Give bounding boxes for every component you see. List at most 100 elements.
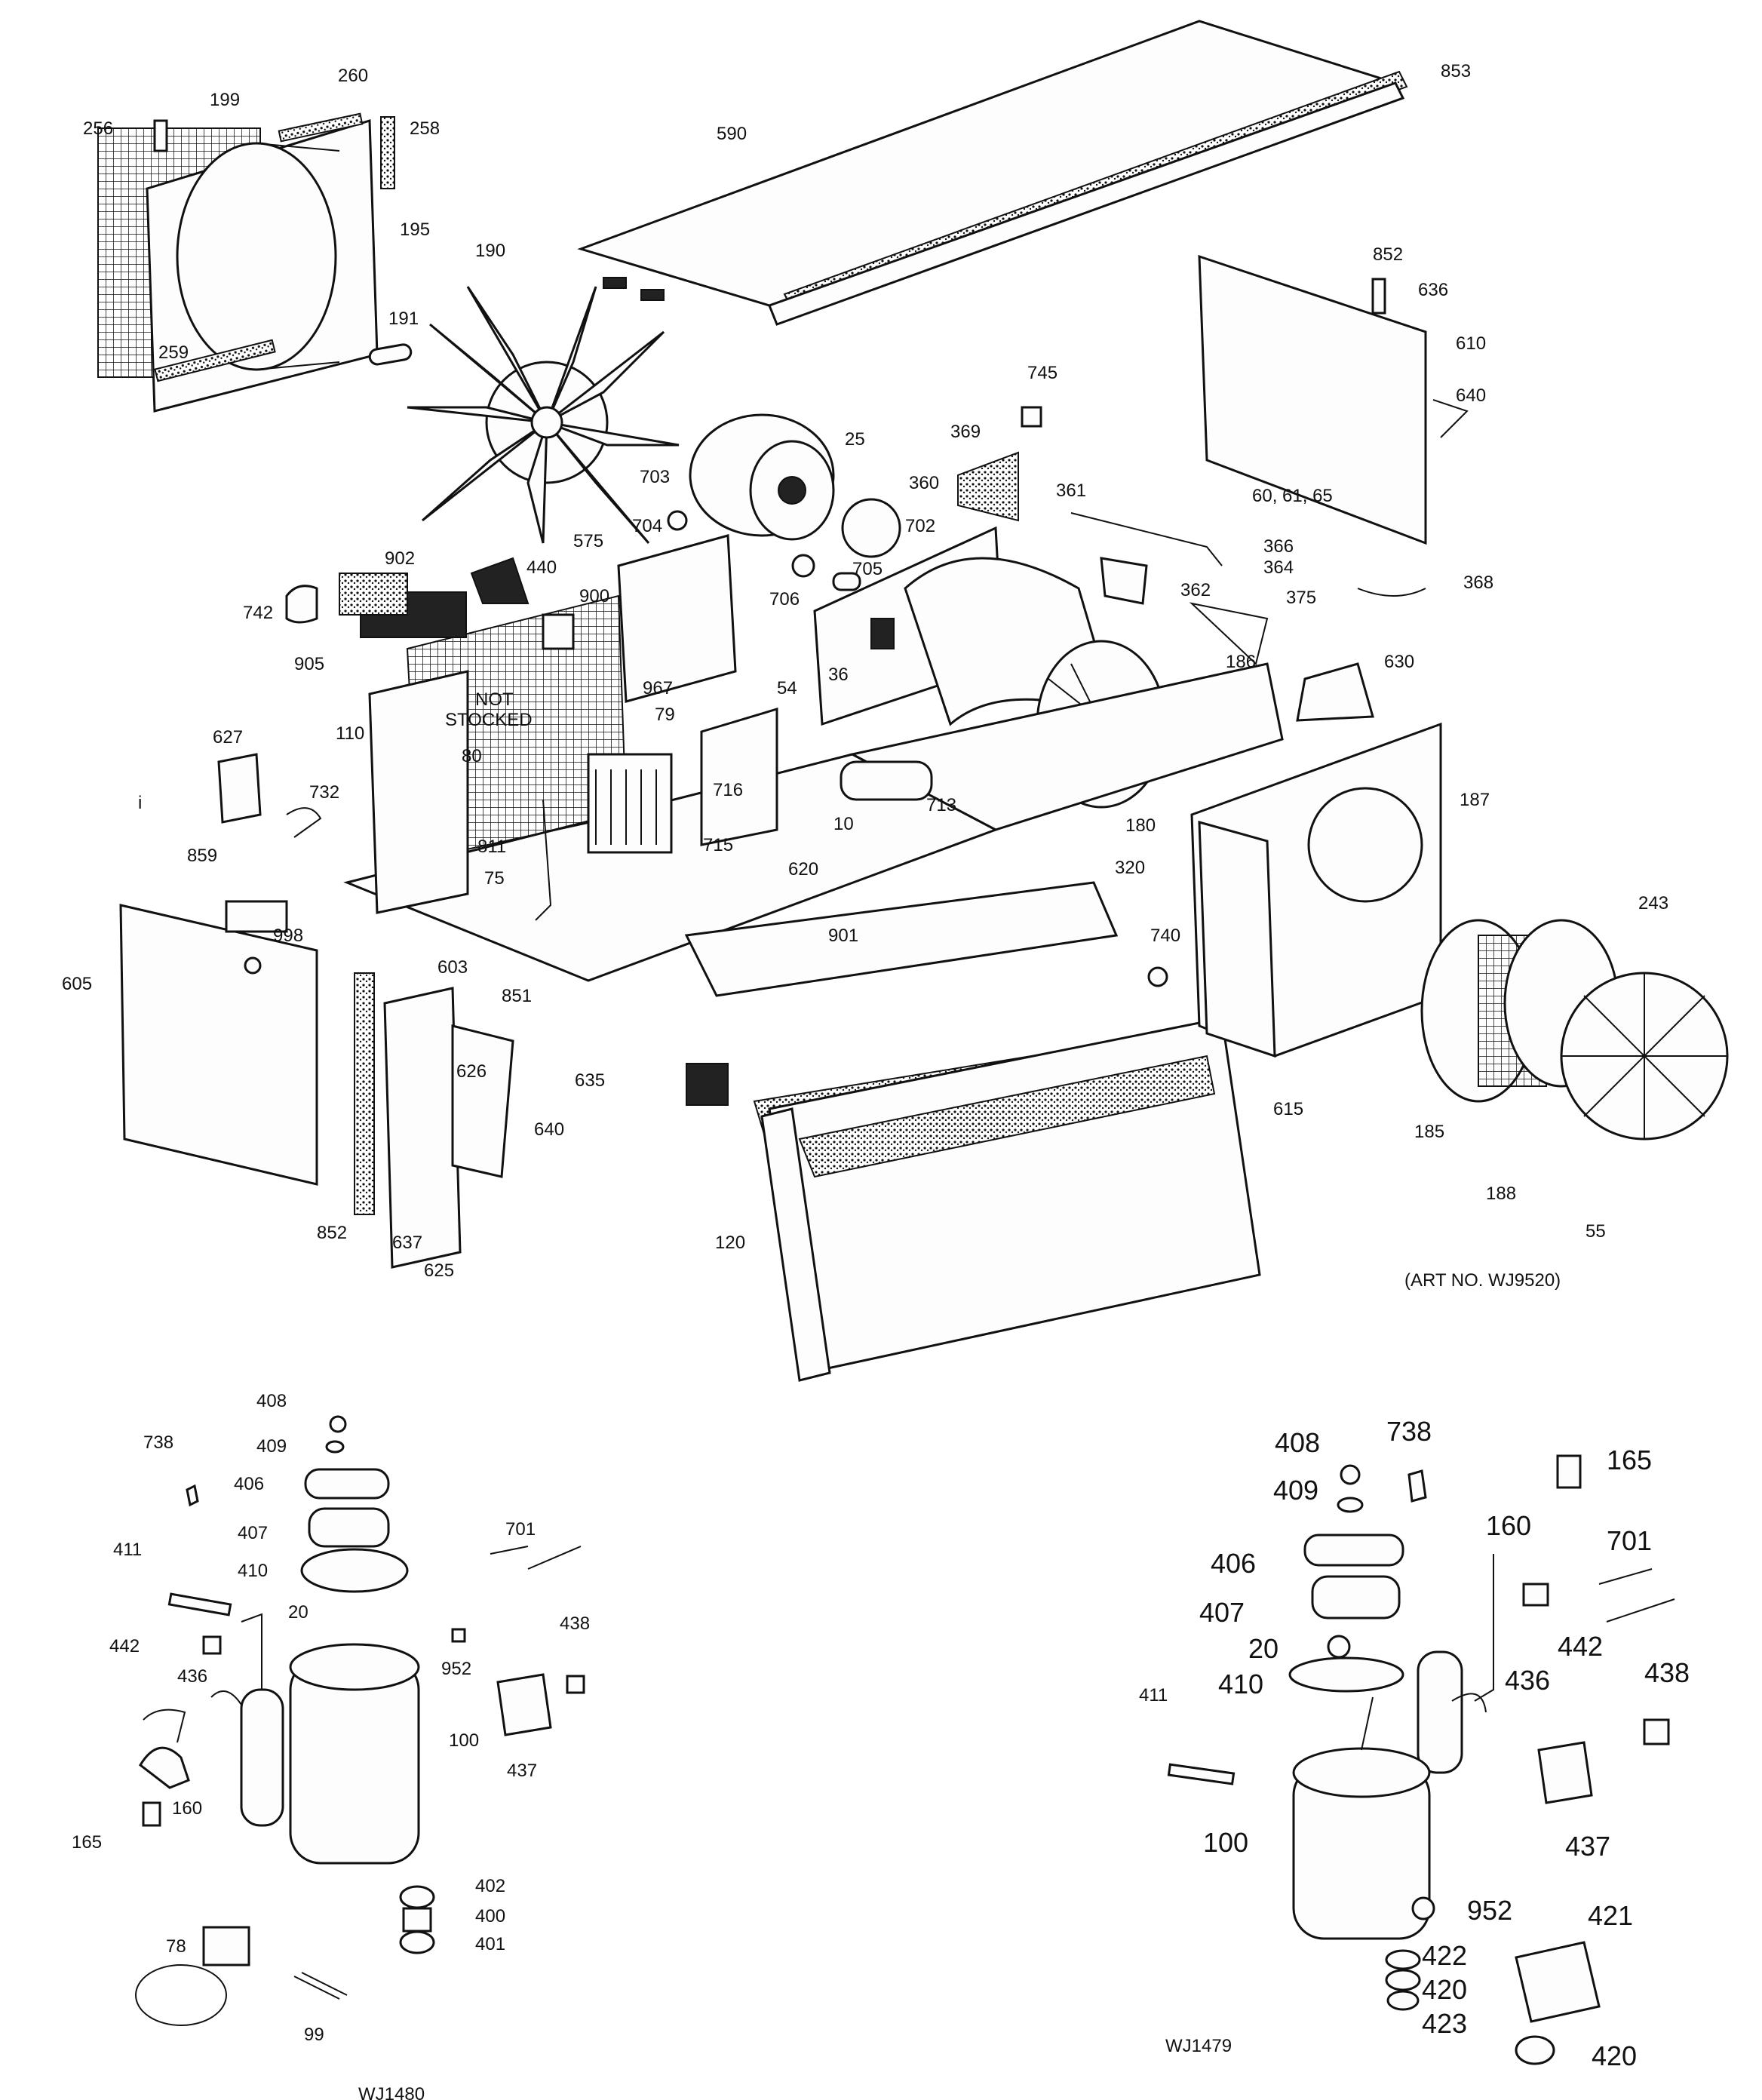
label: 187 — [1460, 790, 1490, 810]
label: 745 — [1027, 363, 1058, 383]
label: 732 — [309, 782, 339, 803]
label: 703 — [640, 467, 670, 487]
motor-mount-ring — [841, 498, 901, 558]
label: 409 — [1273, 1475, 1318, 1506]
label: 742 — [243, 603, 273, 623]
top-cover-flange — [768, 81, 1405, 326]
label: 243 — [1638, 893, 1668, 913]
drain-tray — [684, 881, 1119, 997]
right-side-panel-assembly — [1198, 254, 1469, 545]
label: 368 — [1463, 573, 1493, 593]
filter-pad — [225, 900, 288, 933]
side-bracket — [451, 1024, 514, 1178]
label: 442 — [1558, 1631, 1603, 1662]
label: 701 — [1607, 1525, 1652, 1556]
label: 160 — [172, 1798, 202, 1819]
condenser-shroud-assembly — [97, 112, 395, 413]
terminal-cover — [304, 1468, 390, 1500]
label: 626 — [456, 1061, 487, 1082]
motor-shaft-end — [778, 476, 806, 505]
bracket-421 — [1515, 1941, 1601, 2023]
label: 409 — [256, 1436, 287, 1457]
drain-plug — [686, 1063, 729, 1106]
knob — [285, 585, 318, 624]
front-seal — [798, 1055, 1216, 1178]
tube-160 — [1474, 1554, 1494, 1702]
label: 100 — [1203, 1827, 1248, 1858]
art-number: WJ1480 — [358, 2084, 425, 2100]
label: 900 — [579, 586, 609, 606]
label: 967 — [643, 678, 673, 698]
label: 401 — [475, 1934, 505, 1954]
label: 195 — [400, 220, 430, 240]
label: 442 — [109, 1636, 140, 1656]
label: 590 — [717, 124, 747, 144]
label: 627 — [213, 727, 243, 748]
fan-shaft — [368, 343, 413, 366]
motor-washer — [791, 554, 815, 578]
air-deflector — [470, 557, 530, 604]
label: 259 — [158, 342, 189, 363]
shroud-clip — [153, 119, 168, 152]
fan-motor-assembly — [667, 413, 901, 591]
label: 853 — [1441, 61, 1471, 81]
fan-shroud-ring — [176, 142, 337, 371]
label: STOCKED — [445, 710, 533, 730]
label: 10 — [833, 814, 854, 834]
evaporator-assembly — [285, 534, 737, 914]
label: 55 — [1585, 1221, 1606, 1242]
label: 420 — [1592, 2040, 1637, 2071]
capacitor-assembly — [700, 707, 933, 846]
mount-bracket — [217, 753, 262, 824]
label: 25 — [845, 429, 865, 450]
mount-bracket — [496, 1673, 552, 1736]
motor-clip — [832, 572, 861, 591]
label: 188 — [1486, 1184, 1516, 1204]
screw — [451, 1628, 466, 1643]
label: 400 — [475, 1906, 505, 1927]
label: 605 — [62, 974, 92, 994]
right-side-panel — [1198, 254, 1427, 545]
label: NOT — [475, 689, 514, 710]
front-panel-assembly — [753, 1017, 1261, 1382]
motor-grommet — [667, 510, 688, 531]
compressor-view-right: 408 738 165 409 160 701 406 407 442 20 4… — [1139, 1416, 1690, 2071]
label: 366 — [1263, 536, 1294, 557]
label: 406 — [1211, 1548, 1256, 1579]
overload-wire-loop — [135, 1964, 227, 2026]
compressor-top — [1292, 1747, 1431, 1798]
side-panel-bracket — [1371, 278, 1386, 315]
label: 603 — [437, 957, 468, 978]
label: 78 — [166, 1936, 186, 1957]
partition-flange — [1198, 821, 1276, 1058]
label: 191 — [388, 309, 419, 329]
label: 952 — [441, 1659, 471, 1679]
label: 36 — [828, 665, 849, 685]
washer — [325, 1440, 345, 1454]
label: 99 — [304, 2025, 324, 2045]
accumulator — [1417, 1650, 1463, 1774]
label: 640 — [1456, 385, 1486, 406]
label: 715 — [703, 835, 733, 855]
spring — [402, 1907, 432, 1933]
cover-clip-a — [603, 277, 627, 289]
partition-bracket — [1296, 662, 1374, 722]
label: 852 — [317, 1223, 347, 1243]
label: 408 — [256, 1391, 287, 1411]
label: 260 — [338, 66, 368, 86]
clip-442 — [1522, 1583, 1549, 1607]
label: 905 — [294, 654, 324, 674]
label: 120 — [715, 1233, 745, 1253]
label: 436 — [177, 1666, 207, 1687]
label: i — [138, 793, 142, 813]
air-baffle — [957, 451, 1019, 522]
label: 422 — [1422, 1940, 1467, 1971]
mount-bracket-437 — [1537, 1741, 1593, 1804]
label: 713 — [926, 795, 956, 815]
label: 256 — [83, 118, 113, 139]
clip-738 — [1407, 1469, 1427, 1503]
side-channel — [383, 987, 462, 1269]
label: 165 — [72, 1832, 102, 1853]
grommet-422 — [1385, 1949, 1421, 1970]
coil-endplate — [368, 670, 469, 914]
